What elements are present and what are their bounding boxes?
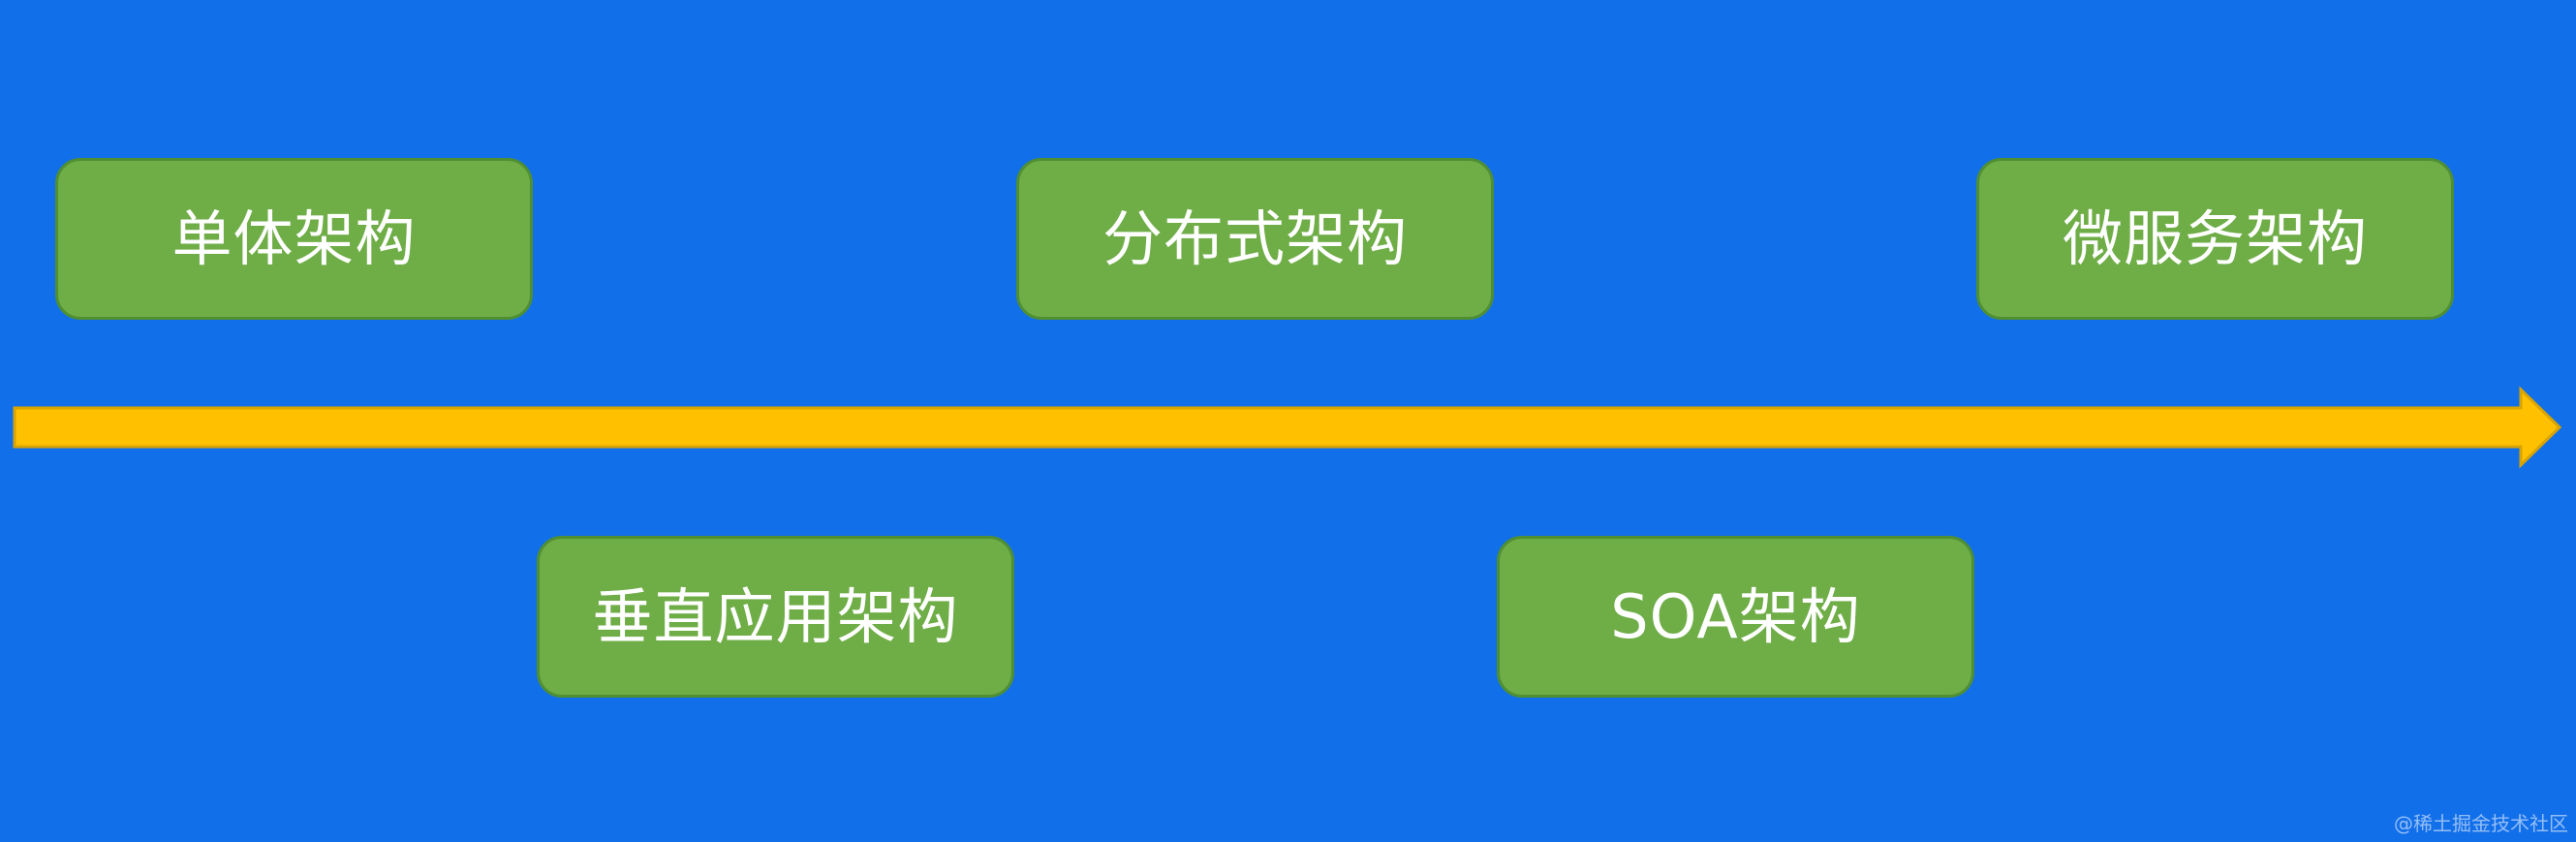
stage-soa-architecture: SOA架构	[1497, 536, 1974, 698]
stage-label-soa: SOA架构	[1610, 580, 1861, 652]
stage-label-monolithic: 单体架构	[171, 203, 417, 274]
stage-label-microservices: 微服务架构	[2062, 203, 2368, 274]
watermark-text: @稀土掘金技术社区	[2394, 812, 2568, 835]
stage-distributed-architecture: 分布式架构	[1016, 158, 1494, 320]
timeline-arrow-shape	[13, 386, 2562, 469]
stage-microservices-architecture: 微服务架构	[1976, 158, 2454, 320]
stage-vertical-application-architecture: 垂直应用架构	[537, 536, 1014, 698]
stage-label-distributed: 分布式架构	[1102, 203, 1408, 274]
stage-monolithic-architecture: 单体架构	[55, 158, 533, 320]
stage-label-vertical: 垂直应用架构	[592, 580, 959, 652]
